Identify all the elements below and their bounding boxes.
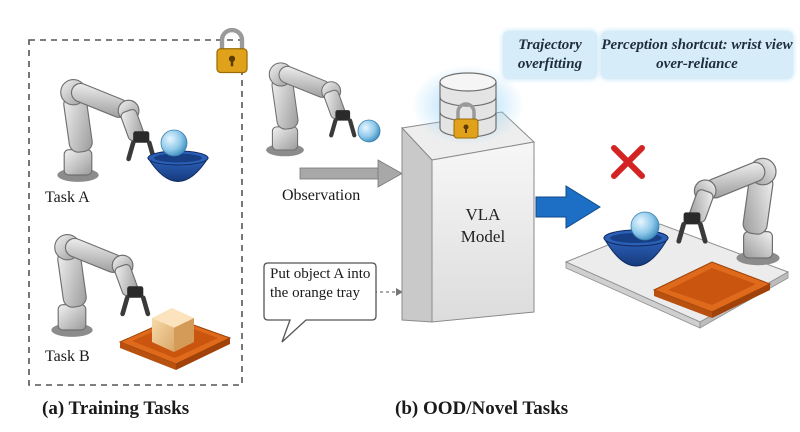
- training-panel-frame: [28, 39, 243, 386]
- instruction-arrow: [374, 288, 403, 296]
- instruction-text: Put object A into the orange tray: [270, 266, 371, 301]
- instruction-speech-bubble: [263, 262, 377, 343]
- observation-ball: [357, 119, 381, 143]
- task-a-scene: [57, 80, 209, 182]
- perception-shortcut-badge: Perception shortcut: wrist view over-rel…: [601, 31, 793, 79]
- outcome-scene: [564, 158, 790, 329]
- wooden-cube: [152, 308, 194, 352]
- vla-model-label: VLA Model: [438, 204, 528, 248]
- padlock-icon: [217, 30, 247, 73]
- robot-arm-icon: [266, 63, 354, 156]
- failure-x-icon: [611, 145, 645, 179]
- robot-arm-icon: [57, 80, 154, 182]
- novel-caption: (b) OOD/Novel Tasks: [395, 398, 569, 419]
- observation-arrow: [299, 159, 403, 188]
- vla-label-line2: Model: [460, 227, 506, 246]
- task-b-label: Task B: [45, 348, 90, 365]
- blue-ball: [160, 129, 188, 157]
- outcome-ball: [630, 211, 660, 241]
- observation-label: Observation: [282, 187, 361, 204]
- task-a-label: Task A: [45, 189, 90, 206]
- outcome-tray: [652, 261, 772, 318]
- output-arrow: [535, 185, 601, 229]
- robot-arm-icon: [51, 235, 148, 337]
- database-lock-icon: [412, 65, 524, 145]
- vla-model-box: [400, 111, 536, 323]
- training-caption: (a) Training Tasks: [42, 398, 190, 419]
- task-b-scene: [51, 235, 232, 370]
- trajectory-overfitting-badge: Trajectory overfitting: [503, 31, 597, 79]
- vla-label-line1: VLA: [465, 205, 501, 224]
